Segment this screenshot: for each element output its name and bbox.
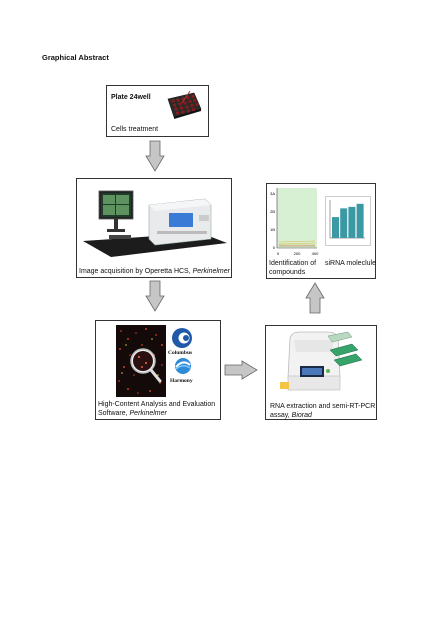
- mini-bar-chart: [325, 196, 371, 246]
- mini-bar: [348, 206, 356, 238]
- identification-caption-right: siRNA moleclule: [325, 260, 376, 267]
- arrow-down-1: [145, 140, 165, 172]
- rna-caption-line1: RNA extraction and semi-RT-PCR: [270, 403, 376, 410]
- identification-caption-left: Identification of compounds: [269, 260, 317, 276]
- line-ytick: 0: [273, 245, 276, 250]
- plate-label: Plate 24well: [111, 94, 151, 101]
- analysis-caption-line2: Software, Perkinelmer: [98, 409, 167, 417]
- plate-caption: Cells treatment: [111, 126, 159, 133]
- acquisition-caption: Image acquisition by Operetta HCS, Perki…: [79, 268, 230, 275]
- identification-box: 3A 2B 1B 0 0 200 400 Identification of c…: [266, 183, 376, 279]
- acquisition-box: Image acquisition by Operetta HCS, Perki…: [76, 178, 232, 278]
- analysis-box: Columbus Harmony High-Content Analysis a…: [95, 320, 221, 420]
- line-ytick: 1B: [270, 227, 275, 232]
- harmony-logo: [172, 357, 194, 375]
- well-plate-image: [164, 91, 202, 119]
- mini-line-chart: 3A 2B 1B 0 0 200 400: [269, 186, 321, 258]
- pcr-machine-image: [280, 328, 362, 396]
- harmony-logo-text: Harmony: [170, 378, 193, 384]
- line-xtick: 0: [277, 251, 280, 256]
- columbus-logo: [170, 327, 194, 349]
- line-ytick: 2B: [270, 209, 275, 214]
- arrow-down-2: [145, 280, 165, 312]
- mini-bar: [332, 217, 339, 238]
- line-ytick: 3A: [270, 191, 275, 196]
- line-xtick: 400: [312, 251, 319, 256]
- rna-box: RNA extraction and semi-RT-PCR assay, Bi…: [265, 325, 377, 420]
- microscopy-image: [116, 325, 166, 397]
- page-title: Graphical Abstract: [42, 53, 109, 62]
- line-chart-plot-area: [277, 188, 317, 248]
- mini-bar: [340, 208, 348, 238]
- line-xtick: 200: [294, 251, 301, 256]
- rna-caption-line2: assay, Biorad: [270, 411, 312, 419]
- columbus-logo-text: Columbus: [168, 350, 193, 356]
- operetta-instrument-image: [81, 183, 229, 265]
- plate-box: Plate 24well Cells treatment: [106, 85, 209, 137]
- arrow-right: [224, 360, 258, 380]
- analysis-caption-line1: High-Content Analysis and Evaluation: [98, 401, 216, 408]
- arrow-up: [305, 282, 325, 314]
- mini-bar: [356, 203, 364, 238]
